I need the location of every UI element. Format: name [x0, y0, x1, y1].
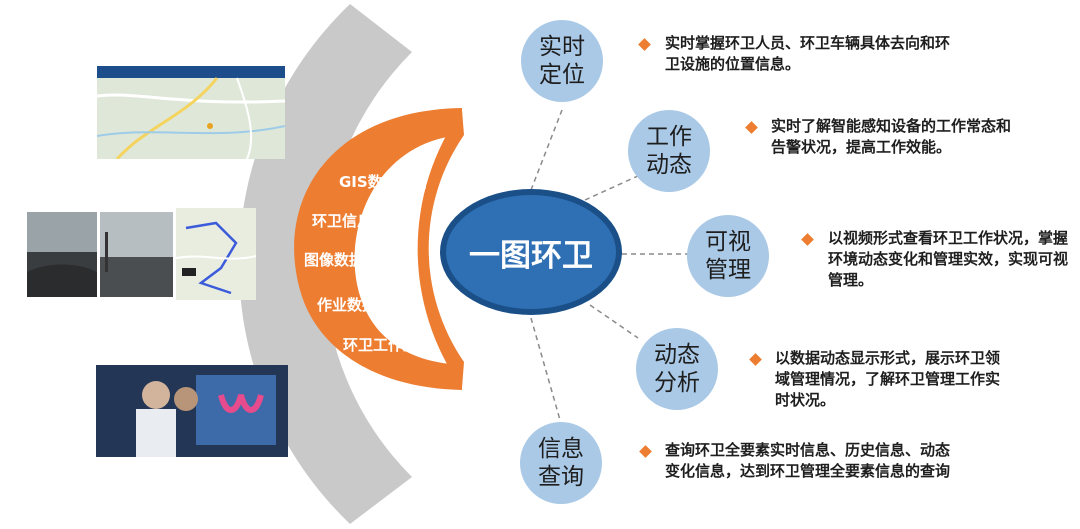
- desc-work-status: 实时了解智能感知设备的工作常态和告警状况，提高工作效能。: [771, 117, 1012, 156]
- map-screenshot: [97, 66, 285, 159]
- connector-4: [589, 304, 639, 339]
- desc-realtime-location: 实时掌握环卫人员、环卫车辆具体去向和环卫设施的位置信息。: [665, 34, 951, 73]
- node-label-dynamic-analysis: 动态分析: [654, 342, 700, 396]
- connectors: [530, 109, 690, 421]
- desc-info-query: 查询环卫全要素实时信息、历史信息、动态变化信息，达到环卫管理全要素信息的查询: [665, 441, 951, 480]
- arc-item-image-processing: 图像数据处理: [304, 251, 395, 269]
- node-label-visual-management: 可视管理: [705, 229, 751, 283]
- orange-arc-band: [417, 110, 464, 388]
- desc-visual-management: 以视频形式查看环卫工作状况，掌握环境动态变化和管理实效，实现可视管理。: [828, 229, 1069, 289]
- map-screenshot-graphic: [97, 66, 285, 159]
- node-realtime-location: 实时定位: [521, 20, 603, 102]
- node-label-work-status: 工作动态: [646, 124, 692, 178]
- dashcam-image-1: [27, 212, 97, 297]
- arc-item-work-supervision: 环卫工作监管: [343, 336, 434, 354]
- node-visual-management: 可视管理: [687, 215, 769, 297]
- arc-item-data-sync: 作业数据同步: [317, 296, 408, 314]
- people-at-touchscreen-photo: [96, 365, 288, 457]
- node-work-status: 工作动态: [628, 110, 710, 192]
- node-label-info-query: 信息查询: [538, 436, 584, 490]
- node-dynamic-analysis: 动态分析: [636, 328, 718, 410]
- dashcam-image-1-graphic: [27, 212, 97, 297]
- orange-arc-band-fill: [294, 108, 462, 390]
- dashcam-image-2-graphic: [100, 212, 173, 297]
- gps-track-map: [176, 208, 256, 300]
- node-label-realtime-location: 实时定位: [539, 34, 585, 88]
- connector-1: [530, 109, 563, 191]
- connector-2: [584, 174, 641, 201]
- dashcam-image-2: [100, 212, 173, 297]
- node-info-query: 信息查询: [520, 422, 602, 504]
- gps-track-map-graphic: [176, 221, 256, 295]
- desc-dynamic-analysis: 以数据动态显示形式，展示环卫领域管理情况，了解环卫管理工作实时状况。: [775, 349, 1001, 409]
- connector-5: [530, 317, 561, 421]
- center-node: 一图环卫: [440, 189, 622, 315]
- arc-item-info-query: 环卫信息查询: [312, 212, 403, 230]
- arc-item-gis-update: GIS数据更新: [339, 173, 428, 191]
- people-at-touchscreen-photo-graphic: [96, 365, 288, 457]
